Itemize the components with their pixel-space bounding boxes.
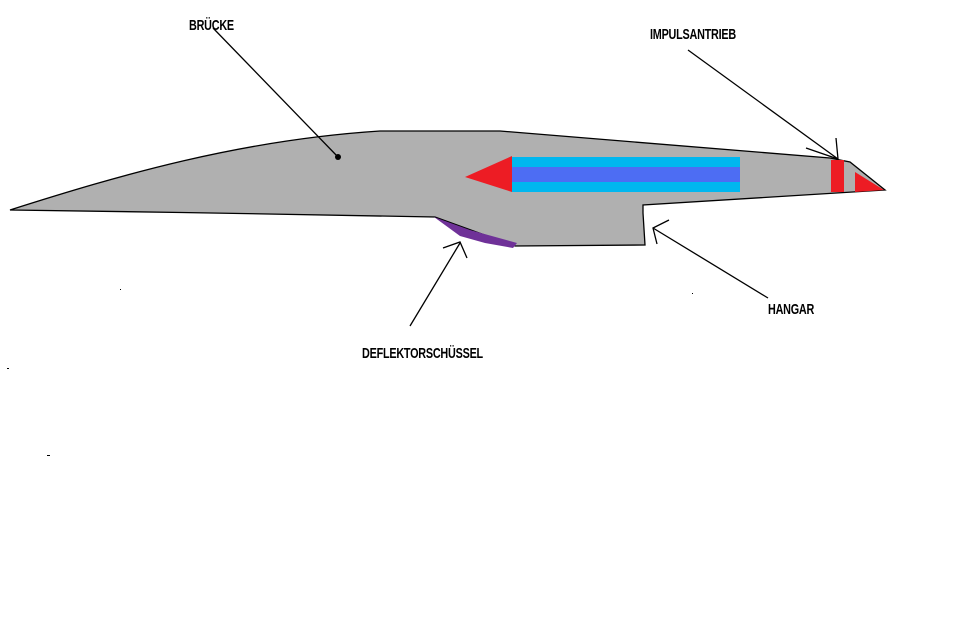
deflector-pointer [409, 242, 461, 327]
deflector-arrowhead [442, 241, 468, 259]
deflector-dish [434, 217, 517, 248]
label-hangar: HANGAR [768, 301, 815, 318]
label-impulse-drive: IMPULSANTRIEB [650, 26, 736, 43]
bridge-pointer [212, 27, 339, 158]
hangar-arrowhead [652, 219, 670, 245]
impulse-arrowhead [805, 137, 839, 160]
warp-nacelle-inner [512, 167, 740, 182]
bridge-dot [335, 154, 341, 160]
ship-hull [9, 130, 887, 247]
label-bridge: BRÜCKE [189, 17, 234, 34]
impulse-band [831, 160, 844, 192]
stray-marks [7, 289, 693, 456]
label-deflector-dish: DEFLEKTORSCHÜSSEL [362, 345, 483, 362]
nacelle-tip [465, 156, 512, 192]
hangar-pointer [652, 227, 769, 299]
nose-cone [855, 172, 884, 192]
impulse-pointer [687, 49, 839, 160]
